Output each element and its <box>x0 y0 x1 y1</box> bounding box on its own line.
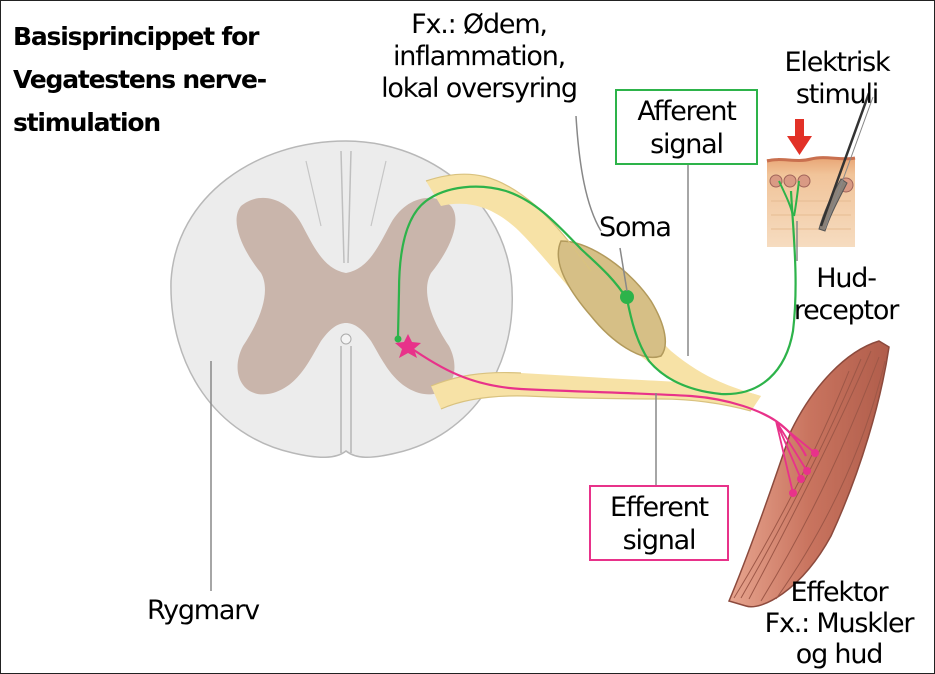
afferent-signal-box: Afferent signal <box>615 89 758 165</box>
skin-sample <box>767 93 873 247</box>
efferent-line-2: signal <box>591 524 727 557</box>
examples-line-1: Fx.: Ødem, <box>363 9 595 41</box>
examples-line-2: inflammation, <box>363 41 595 73</box>
stimulus-label: Elektrisk stimuli <box>773 47 901 111</box>
title-line-3: stimulation <box>13 101 266 144</box>
effector-label: Effektor Fx.: Muskler og hud <box>749 577 929 670</box>
effector-line-2: Fx.: Muskler <box>749 608 929 639</box>
receptor-line-1: Hud- <box>781 263 911 295</box>
stimulus-arrow-icon <box>787 119 812 155</box>
title-line-2: Vegatestens nerve- <box>13 58 266 101</box>
efferent-signal-box: Efferent signal <box>589 485 729 561</box>
title-line-1: Basisprincippet for <box>13 15 266 58</box>
receptor-line-2: receptor <box>781 295 911 327</box>
skin-receptor-label: Hud- receptor <box>781 263 911 327</box>
efferent-line-1: Efferent <box>591 491 727 524</box>
afferent-line-1: Afferent <box>617 95 756 128</box>
stimulus-line-2: stimuli <box>773 79 901 111</box>
examples-label: Fx.: Ødem, inflammation, lokal oversyrin… <box>363 9 595 105</box>
spinal-cord-label: Rygmarv <box>147 595 259 627</box>
soma-label: Soma <box>599 212 671 244</box>
effector-line-1: Effektor <box>749 577 929 608</box>
diagram-title: Basisprincippet for Vegatestens nerve- s… <box>13 15 266 144</box>
stimulus-line-1: Elektrisk <box>773 47 901 79</box>
afferent-line-2: signal <box>617 128 756 161</box>
effector-line-3: og hud <box>749 639 929 670</box>
examples-line-3: lokal oversyring <box>363 73 595 105</box>
soma-cell-body <box>620 290 634 304</box>
